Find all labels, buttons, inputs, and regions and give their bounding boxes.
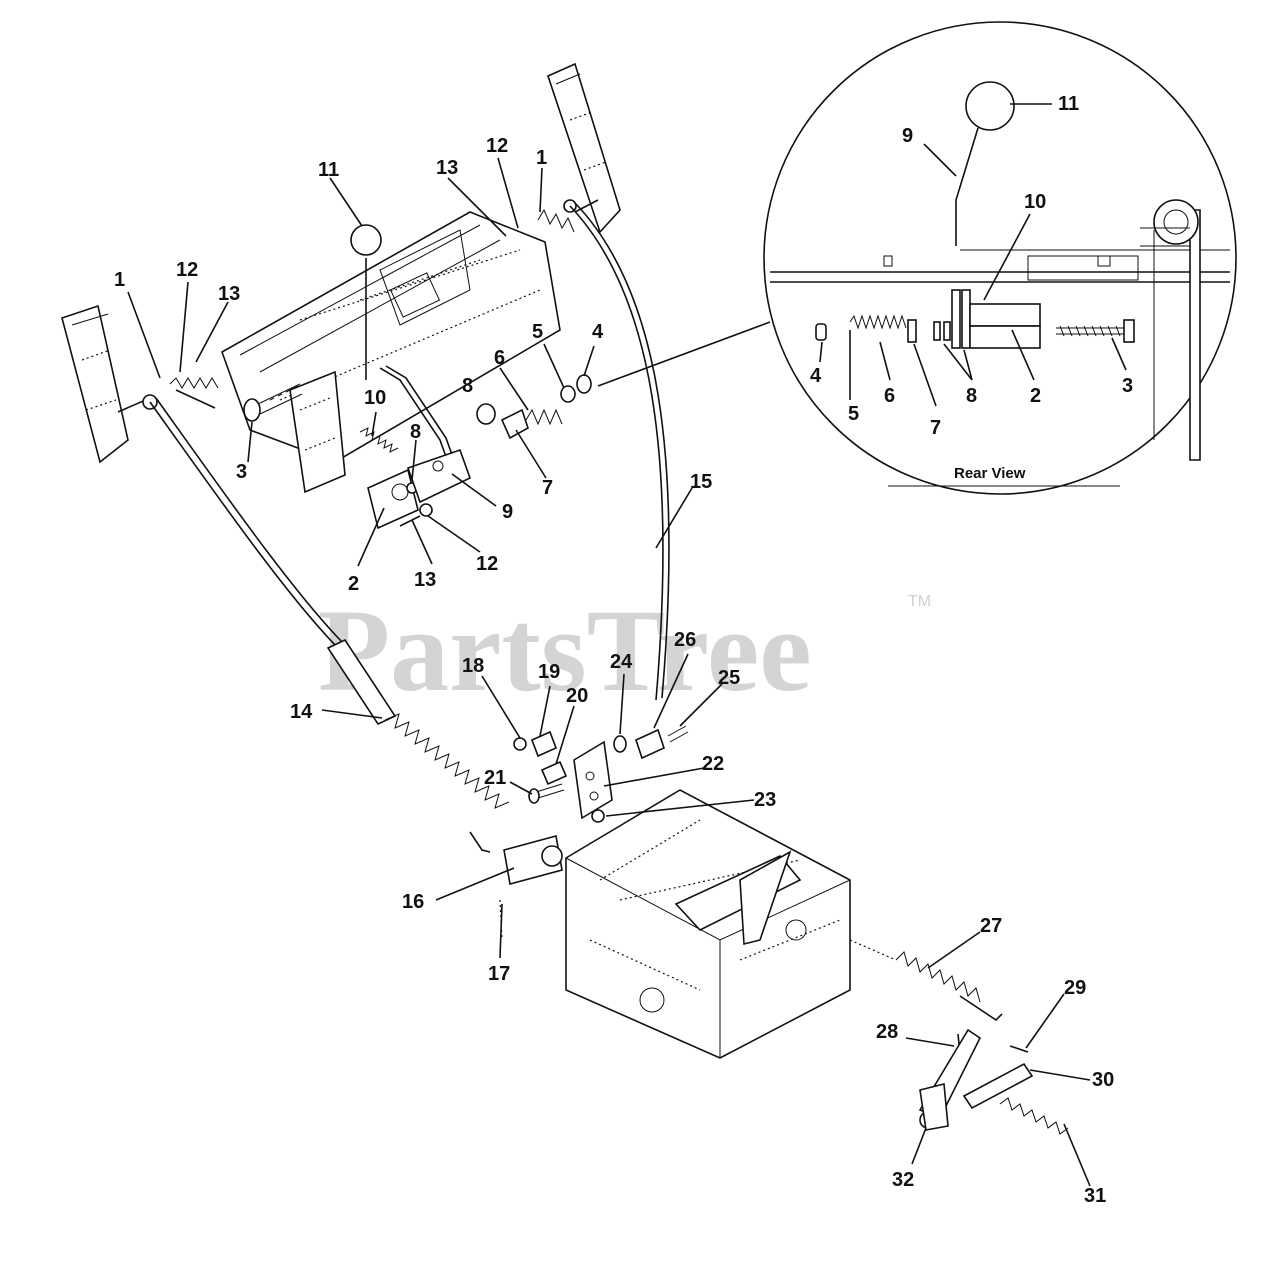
callout-9: 9 [502,501,513,523]
lower-spring-rod [849,939,1003,1022]
leader-lines [127,157,1091,1187]
callout-27: 27 [980,915,1002,937]
shift-knob [350,224,382,256]
inset-caption: Rear View [954,465,1026,482]
callout-8-washer: 8 [462,375,473,397]
callout-13-bottom: 13 [414,569,436,591]
callout-14: 14 [290,701,313,723]
callout-17: 17 [488,963,510,985]
callout-3: 3 [236,461,247,483]
shift-bracket-group [359,427,471,530]
inset-callout-5: 5 [848,403,859,425]
inset-callout-2: 2 [1030,385,1041,407]
carriage-bolt [243,383,303,422]
callout-22: 22 [702,753,724,775]
inset-callout-4: 4 [810,365,822,387]
callout-19: 19 [538,661,560,683]
callout-25: 25 [718,667,740,689]
callout-13-top: 13 [436,157,458,179]
control-panel [221,211,561,494]
callout-7: 7 [542,477,553,499]
callout-6: 6 [494,347,505,369]
inset-callout-10: 10 [1024,191,1046,213]
callout-1-left: 1 [114,269,125,291]
callout-10: 10 [364,387,386,409]
inset-callout-11: 11 [1058,93,1079,115]
left-cable-assembly [142,377,510,853]
inset-callout-3: 3 [1122,375,1133,397]
callout-12-left: 12 [176,259,198,281]
callout-5: 5 [532,321,543,343]
callout-28: 28 [876,1021,898,1043]
right-handle [547,62,621,234]
callout-4: 4 [592,321,604,343]
shift-lever [350,224,457,469]
callout-30: 30 [1092,1069,1114,1091]
callout-26: 26 [674,629,696,651]
gearbox-housing [565,789,851,1059]
callout-23: 23 [754,789,776,811]
callout-15: 15 [690,471,712,493]
detent-hardware [476,374,592,440]
callout-24: 24 [610,651,633,673]
callout-8: 8 [410,421,421,443]
inset-shift-knob [965,81,1015,131]
left-handle [61,304,151,464]
callout-12-bottom: 12 [476,553,498,575]
callout-16: 16 [402,891,424,913]
callout-12-top: 12 [486,135,508,157]
inset-callout-6: 6 [884,385,895,407]
callout-13-left: 13 [218,283,240,305]
idler-arm [499,835,563,941]
lower-lever-assembly [918,1028,1069,1135]
inset-callout-7: 7 [930,417,941,439]
callout-1-right: 1 [536,147,547,169]
callout-32: 32 [892,1169,914,1191]
callout-2: 2 [348,573,359,595]
callout-18: 18 [462,655,484,677]
inset-callout-8: 8 [966,385,977,407]
callout-11: 11 [318,159,339,181]
callout-29: 29 [1064,977,1086,999]
watermark-tm: TM [908,593,931,610]
inset-callout-9: 9 [902,125,913,147]
callout-20: 20 [566,685,588,707]
callout-31: 31 [1084,1185,1106,1207]
watermark-text: PartsTree [318,585,812,716]
callout-labels: 1 12 13 3 11 13 12 1 10 8 8 6 5 4 7 9 2 … [114,93,1133,1207]
right-cable-assembly [537,199,670,701]
rear-view-inset: Rear View [763,21,1237,495]
callout-21: 21 [484,767,506,789]
